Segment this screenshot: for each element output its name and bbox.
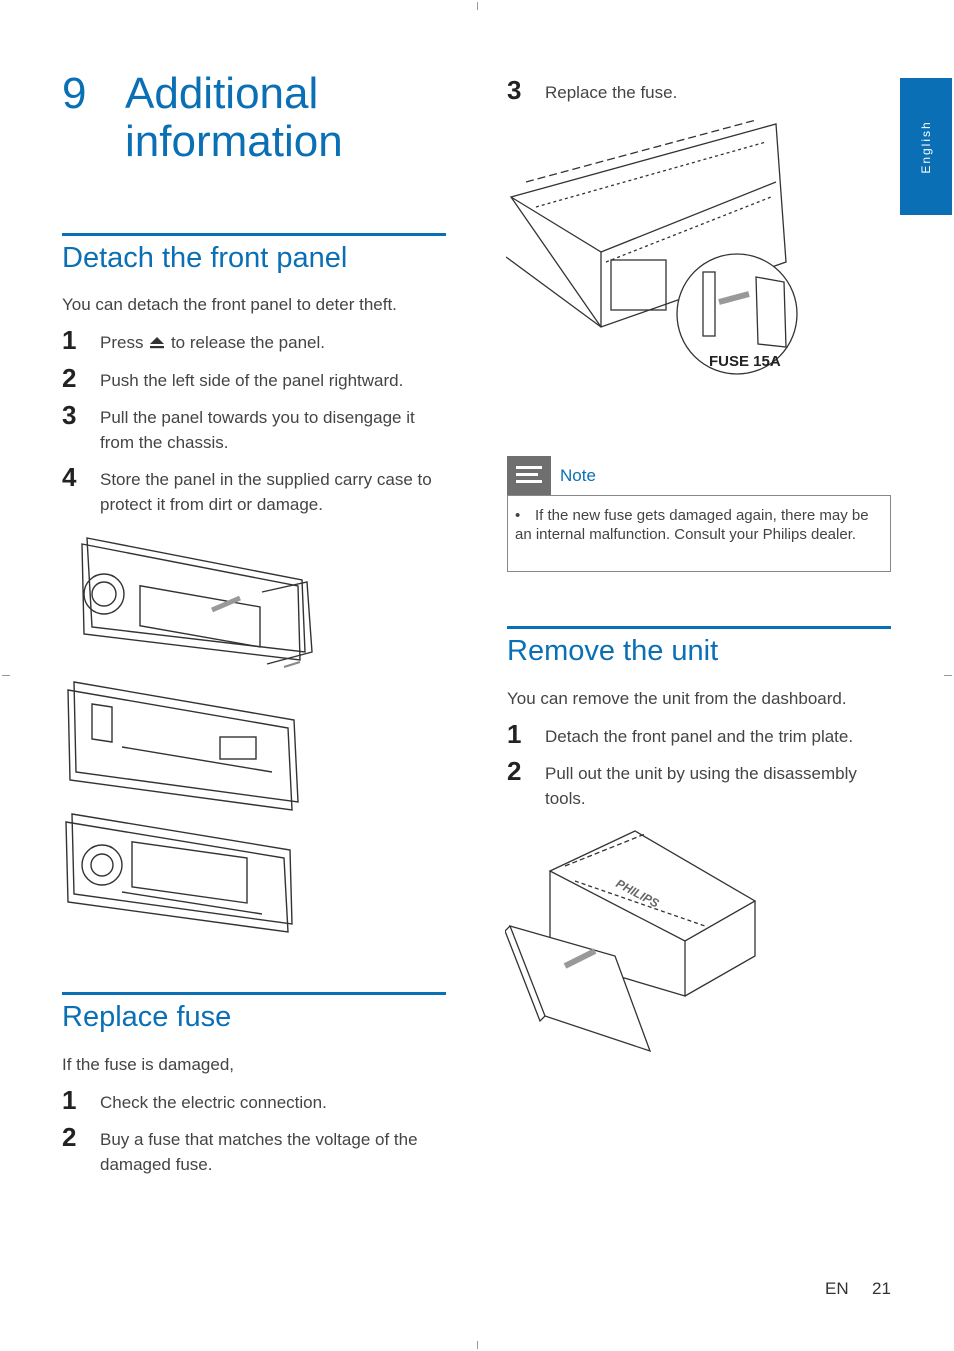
section-rule [62, 992, 446, 995]
detach-intro: You can detach the front panel to deter … [62, 295, 397, 314]
step-number: 4 [62, 462, 77, 492]
page-number: 21 [872, 1279, 891, 1298]
footer-lang: EN [825, 1279, 849, 1298]
step-number: 2 [62, 1122, 77, 1152]
step-text: Press to release the panel. [100, 333, 325, 352]
chapter-title: Additional information [125, 69, 343, 166]
step-text: Check the electric connection. [100, 1093, 327, 1112]
step-text: Buy a fuse that matches the voltage of t… [100, 1130, 418, 1174]
note-box [507, 495, 891, 572]
crop-mark [944, 675, 952, 676]
fuse-label: FUSE 15A [709, 353, 781, 370]
remove-unit-intro: You can remove the unit from the dashboa… [507, 689, 847, 708]
step-number: 3 [62, 400, 77, 430]
language-tab[interactable]: English [900, 78, 952, 215]
panel-detach-illustration [65, 537, 313, 933]
crop-mark [477, 2, 478, 10]
step-text: Pull the panel towards you to disengage … [100, 408, 415, 452]
step-text: Store the panel in the supplied carry ca… [100, 470, 432, 514]
section-title-remove-unit: Remove the unit [507, 635, 719, 667]
section-title-replace-fuse: Replace fuse [62, 1001, 232, 1033]
replace-fuse-intro: If the fuse is damaged, [62, 1055, 234, 1074]
crop-mark [2, 675, 10, 676]
step-number: 1 [507, 719, 522, 749]
note-icon [507, 456, 551, 495]
crop-mark [477, 1341, 478, 1349]
eject-icon [150, 337, 165, 349]
step-number: 2 [62, 363, 77, 393]
chapter-number: 9 [62, 69, 87, 118]
language-tab-label: English [919, 119, 933, 174]
brand-label: PHILIPS [614, 876, 662, 910]
step-text: Push the left side of the panel rightwar… [100, 371, 404, 390]
section-rule [507, 626, 891, 629]
fuse-illustration: FUSE 15A [506, 119, 798, 375]
note-text: •If the new fuse gets damaged again, the… [515, 507, 869, 543]
step-number: 1 [62, 1085, 77, 1115]
step-number: 3 [507, 75, 522, 105]
unit-removal-illustration: PHILIPS [505, 830, 757, 1053]
step-number: 2 [507, 756, 522, 786]
note-label: Note [560, 466, 596, 485]
step-text: Replace the fuse. [545, 83, 678, 102]
section-title-detach: Detach the front panel [62, 242, 348, 274]
step-text: Pull out the unit by using the disassemb… [545, 764, 857, 808]
step-number: 1 [62, 325, 77, 355]
section-rule [62, 233, 446, 236]
step-text: Detach the front panel and the trim plat… [545, 727, 854, 746]
